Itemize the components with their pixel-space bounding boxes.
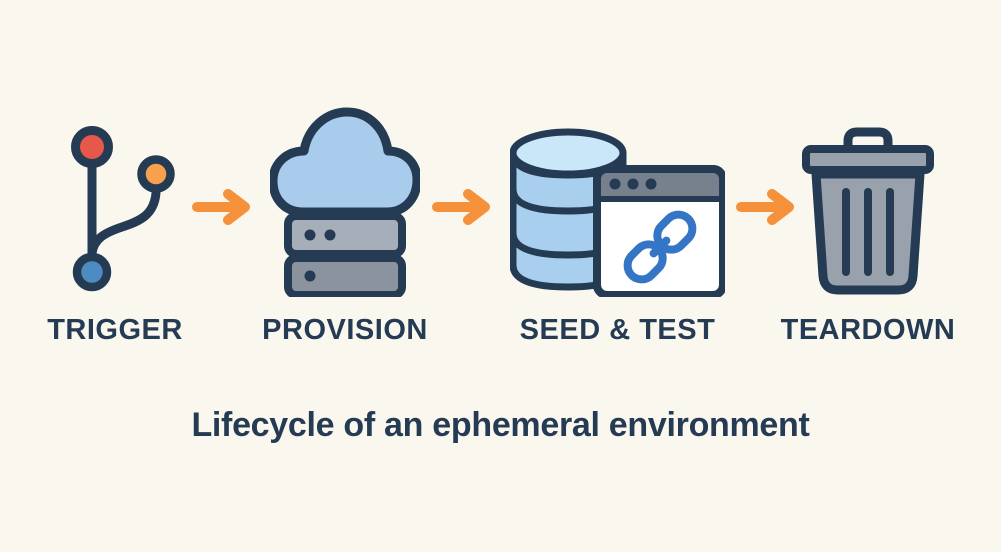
stage-provision: PROVISION [245,0,445,347]
arrow-right-icon [192,189,254,225]
stage-trigger: TRIGGER [15,0,215,347]
git-branch-icon [48,0,183,297]
stage-label-trigger: TRIGGER [47,314,183,346]
trash-icon [802,0,934,297]
cloud-server-svg [270,107,420,297]
stage-label-seed-test: SEED & TEST [519,314,716,346]
stage-label-teardown: TEARDOWN [780,314,956,346]
arrow-right-icon [432,189,494,225]
diagram-caption: Lifecycle of an ephemeral environment [191,406,810,444]
trash-svg [802,127,934,295]
database-browser-svg [510,128,725,297]
git-branch-svg [70,126,175,292]
stage-teardown: TEARDOWN [768,0,968,347]
stage-label-provision: PROVISION [262,314,428,346]
cloud-server-icon [270,0,420,297]
database-browser-link-icon [510,0,725,297]
stage-seed-test: SEED & TEST [505,0,730,347]
link-icon [623,210,697,284]
arrow-right-icon [736,189,798,225]
